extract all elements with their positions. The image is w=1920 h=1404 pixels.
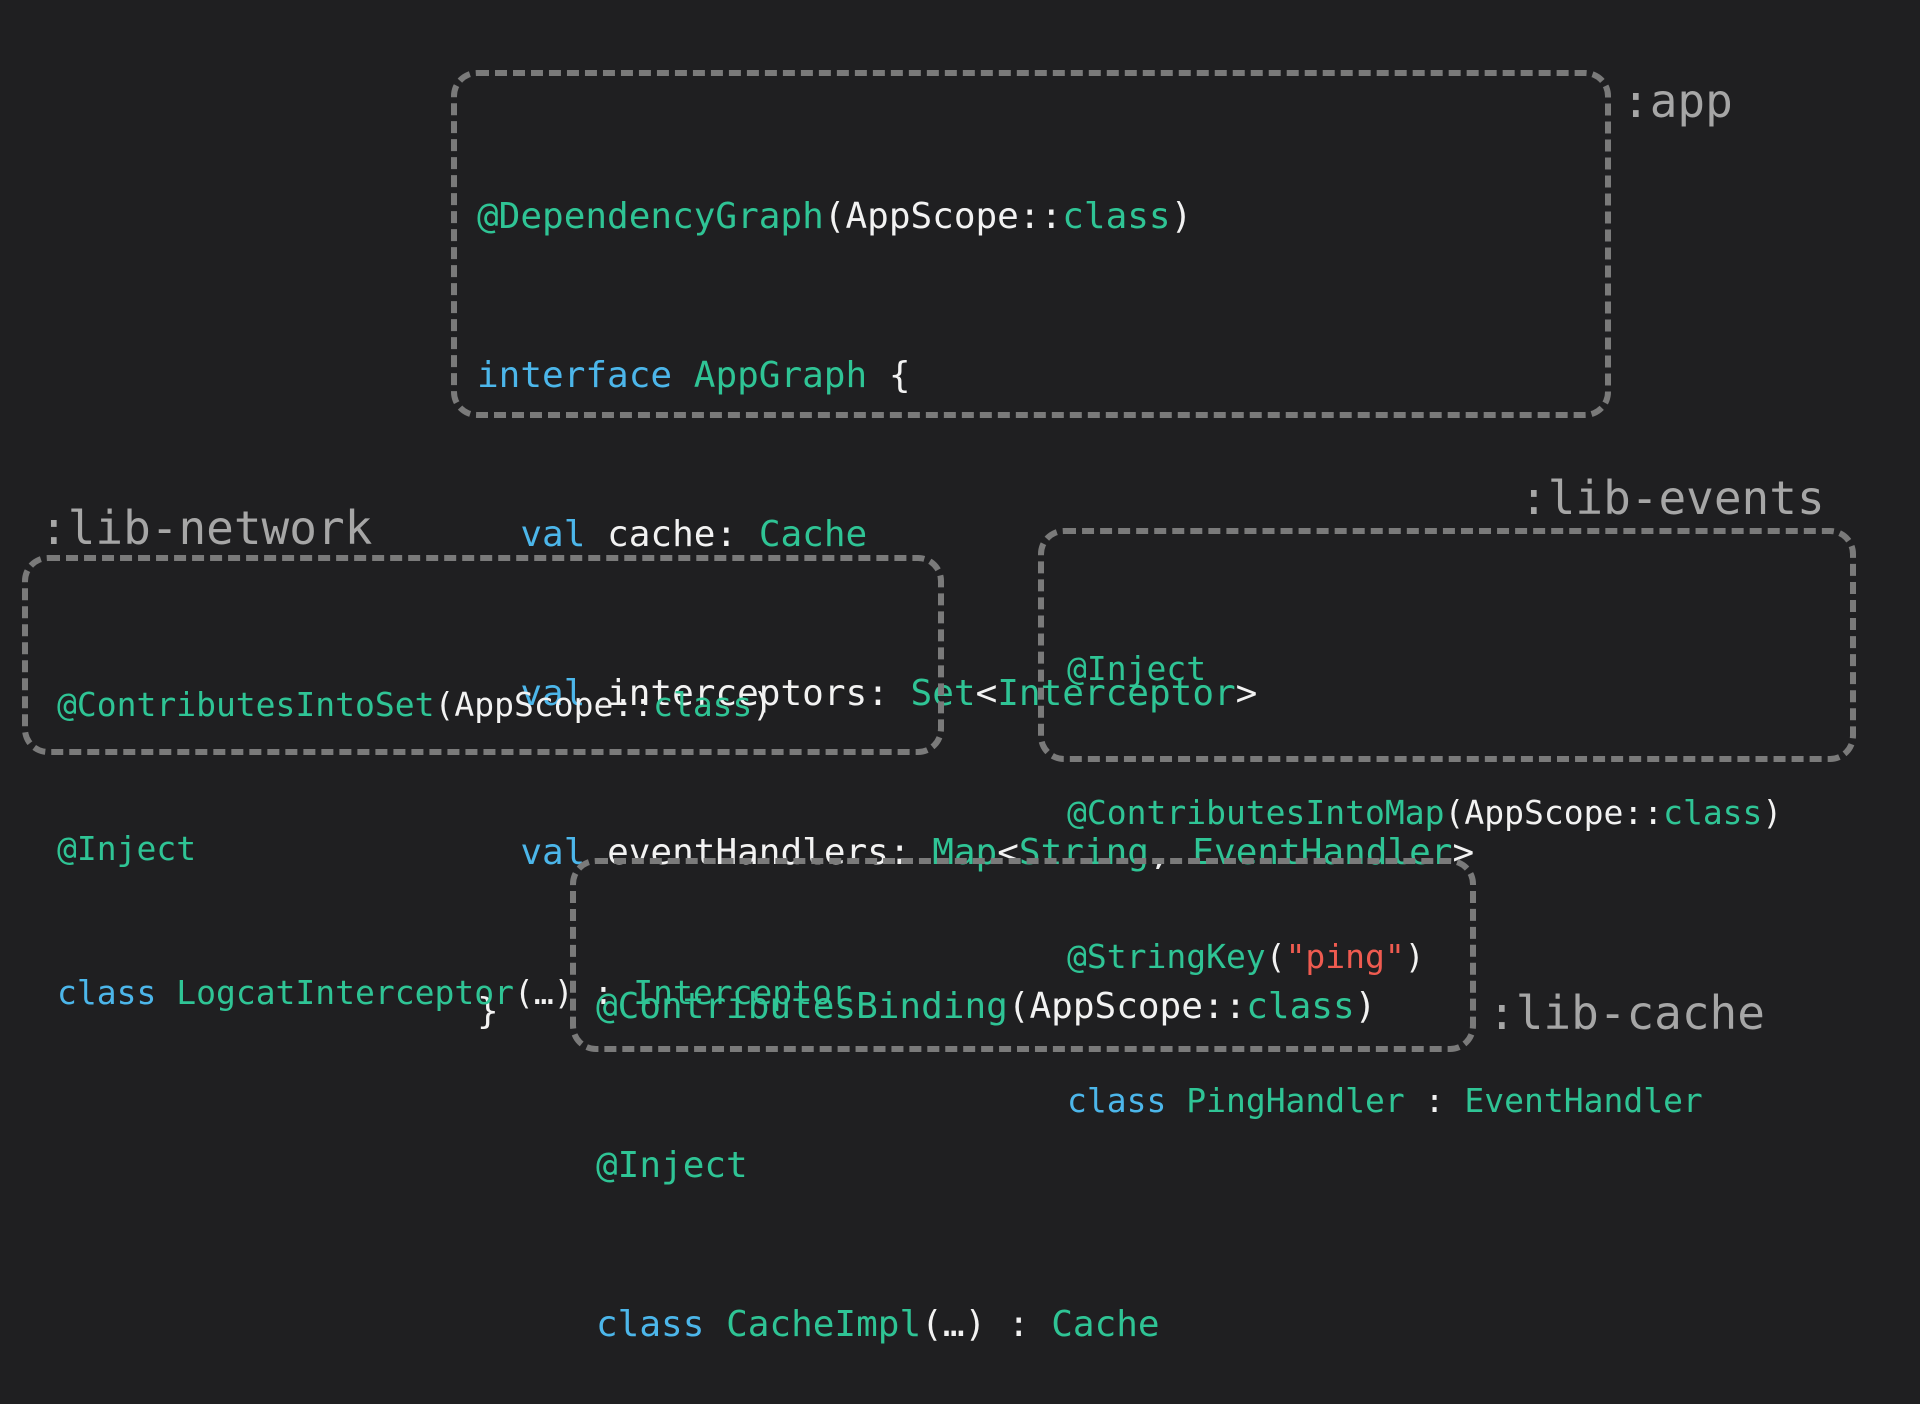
class-name: CacheImpl xyxy=(726,1304,922,1345)
app-module-label: :app xyxy=(1622,74,1733,128)
property-name: interceptors: xyxy=(607,673,889,714)
annotation: @ContributesIntoSet xyxy=(57,685,435,724)
annotation: @ContributesIntoMap xyxy=(1067,793,1445,832)
property-name: cache: xyxy=(607,514,738,555)
code-line: val cache: Cache xyxy=(520,514,868,555)
lib-network-module-box xyxy=(22,555,944,755)
code-line: interface AppGraph { xyxy=(477,355,911,396)
annotation: @ContributesBinding xyxy=(596,986,1008,1027)
keyword: class xyxy=(596,1304,705,1345)
code-line: @StringKey("ping") xyxy=(1067,937,1425,976)
string-literal: "ping" xyxy=(1285,937,1405,976)
annotation: @StringKey xyxy=(1067,937,1266,976)
lib-events-module-box xyxy=(1038,528,1856,762)
scope-name: AppScope xyxy=(454,685,614,724)
app-graph-code: @DependencyGraph(AppScope::class) interf… xyxy=(477,84,1474,1091)
lib-cache-code: @ContributesBinding(AppScope::class) @In… xyxy=(596,874,1376,1404)
code-line: @DependencyGraph(AppScope::class) xyxy=(477,196,1193,237)
property-name: eventHandlers: xyxy=(607,832,911,873)
annotation: @Inject xyxy=(57,829,197,868)
lib-cache-module-label: :lib-cache xyxy=(1488,986,1765,1040)
code-line: @ContributesBinding(AppScope::class) xyxy=(596,986,1377,1027)
lib-cache-module-box xyxy=(570,858,1476,1052)
code-line: } xyxy=(477,991,499,1032)
scope-name: AppScope xyxy=(845,196,1019,237)
type-name: AppGraph xyxy=(693,355,868,396)
annotation: @Inject xyxy=(1067,649,1207,688)
supertype: Interceptor xyxy=(633,973,852,1012)
class-name: LogcatInterceptor xyxy=(176,973,514,1012)
code-line: @ContributesIntoMap(AppScope::class) xyxy=(1067,793,1783,832)
code-line: @Inject xyxy=(596,1139,1376,1192)
supertype: Cache xyxy=(1051,1304,1160,1345)
code-line: class LogcatInterceptor(…) : Interceptor xyxy=(57,973,852,1012)
code-line: @Inject xyxy=(1067,645,1782,693)
supertype: EventHandler xyxy=(1464,1081,1703,1120)
code-line: class CacheImpl(…) : Cache xyxy=(596,1304,1160,1345)
app-module-box xyxy=(451,70,1611,418)
scope-name: AppScope xyxy=(1464,793,1624,832)
scope-name: AppScope xyxy=(1029,986,1203,1027)
lib-events-module-label: :lib-events xyxy=(1520,471,1825,525)
lib-network-module-label: :lib-network xyxy=(40,501,373,555)
lib-network-code: @ContributesIntoSet(AppScope::class) @In… xyxy=(57,585,852,1065)
annotation: @DependencyGraph xyxy=(477,196,824,237)
annotation: @Inject xyxy=(596,1145,748,1186)
keyword: class xyxy=(57,973,157,1012)
code-line: @ContributesIntoSet(AppScope::class) xyxy=(57,685,773,724)
keyword: interface xyxy=(477,355,673,396)
code-line: @Inject xyxy=(57,825,852,873)
code-line: val eventHandlers: Map<String, EventHand… xyxy=(520,832,1475,873)
